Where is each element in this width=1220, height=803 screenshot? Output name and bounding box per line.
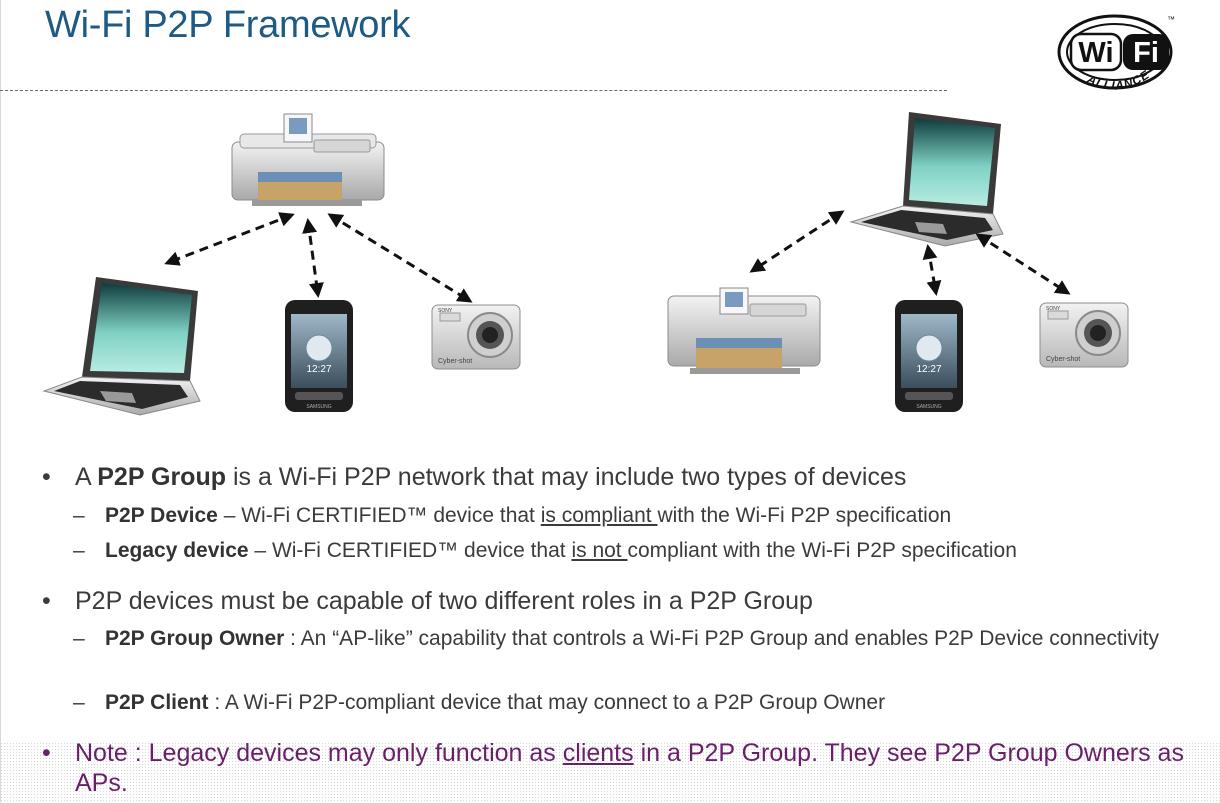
note-text: Note : Legacy devices may only function … — [75, 738, 1185, 798]
term-p2p-group-owner: P2P Group Owner — [105, 627, 285, 650]
term-p2p-group: P2P Group — [97, 463, 226, 491]
camera-model: Cyber-shot — [1046, 356, 1080, 363]
text-run: – Wi-Fi CERTIFIED™ device that — [248, 539, 572, 562]
footer-texture — [0, 742, 1220, 803]
sub-bullet-text: Legacy device – Wi-Fi CERTIFIED™ device … — [105, 536, 1185, 565]
text-run: A — [75, 463, 98, 491]
arrow-laptop-camera — [975, 233, 1071, 295]
term-legacy-device: Legacy device — [105, 539, 249, 562]
phone-clock: 12:27 — [916, 364, 941, 375]
left-arrows — [164, 212, 473, 303]
underlined-text: is not — [571, 539, 628, 562]
phone-icon: 12:27 SAMSUNG — [895, 300, 963, 412]
title-divider — [0, 90, 947, 91]
arrow-laptop-phone — [922, 244, 942, 296]
printer-icon — [667, 287, 821, 374]
camera-brand: SONY — [438, 308, 453, 314]
laptop-icon — [849, 112, 1004, 247]
phone-brand: SAMSUNG — [916, 404, 941, 410]
bullet-symbol: • — [42, 739, 51, 767]
bullet-symbol: • — [42, 587, 51, 615]
camera-icon: SONY Cyber-shot — [1039, 302, 1129, 368]
underlined-text: clients — [562, 739, 634, 767]
text-run: compliant with the Wi-Fi P2P specificati… — [627, 539, 1017, 562]
sub-bullet-text: P2P Device – Wi-Fi CERTIFIED™ device tha… — [105, 501, 1185, 530]
laptop-icon — [42, 277, 201, 416]
text-run: in a P2P Group. They see P2P Group Owner… — [75, 739, 1184, 797]
dash-symbol: – — [73, 691, 85, 714]
sub-bullet-text: P2P Client : A Wi-Fi P2P-compliant devic… — [105, 688, 1185, 717]
text-run: – Wi-Fi CERTIFIED™ device that — [217, 504, 541, 527]
term-p2p-device: P2P Device — [105, 504, 218, 527]
sub-bullet-text: P2P Group Owner : An “AP-like” capabilit… — [105, 624, 1185, 653]
logo-fi-text: Fi — [1133, 37, 1159, 69]
wifi-alliance-logo: Wi Fi ™ ALLIANCE — [1057, 14, 1175, 93]
right-arrows — [749, 210, 1071, 296]
arrow-printer-camera — [327, 213, 473, 303]
phone-clock: 12:27 — [306, 364, 331, 375]
printer-icon — [231, 113, 385, 206]
text-run: Note : Legacy devices may only function … — [75, 739, 563, 767]
text-run: : An “AP-like” capability that controls … — [284, 627, 1159, 650]
text-run: is a Wi-Fi P2P network that may include … — [226, 463, 907, 491]
bullet-text: P2P devices must be capable of two diffe… — [75, 587, 813, 615]
logo-tm: ™ — [1167, 15, 1175, 24]
camera-model: Cyber-shot — [438, 358, 472, 365]
logo-wi-text: Wi — [1078, 37, 1113, 69]
dash-symbol: – — [73, 627, 85, 650]
slide-edge — [0, 0, 1, 803]
phone-icon: 12:27 SAMSUNG — [285, 300, 353, 412]
dash-symbol: – — [73, 539, 85, 562]
bullet-symbol: • — [42, 463, 51, 491]
arrow-printer-phone — [302, 218, 324, 298]
p2p-diagram: 12:27 SAMSUNG SONY Cyber-shot — [42, 112, 1129, 416]
underlined-text: is compliant — [540, 504, 658, 527]
camera-icon: SONY Cyber-shot — [431, 304, 521, 370]
term-p2p-client: P2P Client — [105, 691, 209, 714]
text-run: : A Wi-Fi P2P-compliant device that may … — [208, 691, 886, 714]
phone-brand: SAMSUNG — [306, 404, 331, 410]
arrow-laptop-printer — [749, 210, 845, 273]
bullet-text: A P2P Group is a Wi-Fi P2P network that … — [75, 462, 1195, 492]
arrow-printer-laptop — [164, 212, 295, 266]
camera-brand: SONY — [1046, 306, 1061, 312]
slide-title: Wi-Fi P2P Framework — [45, 4, 411, 46]
text-run: with the Wi-Fi P2P specification — [657, 504, 952, 527]
dash-symbol: – — [73, 504, 85, 527]
